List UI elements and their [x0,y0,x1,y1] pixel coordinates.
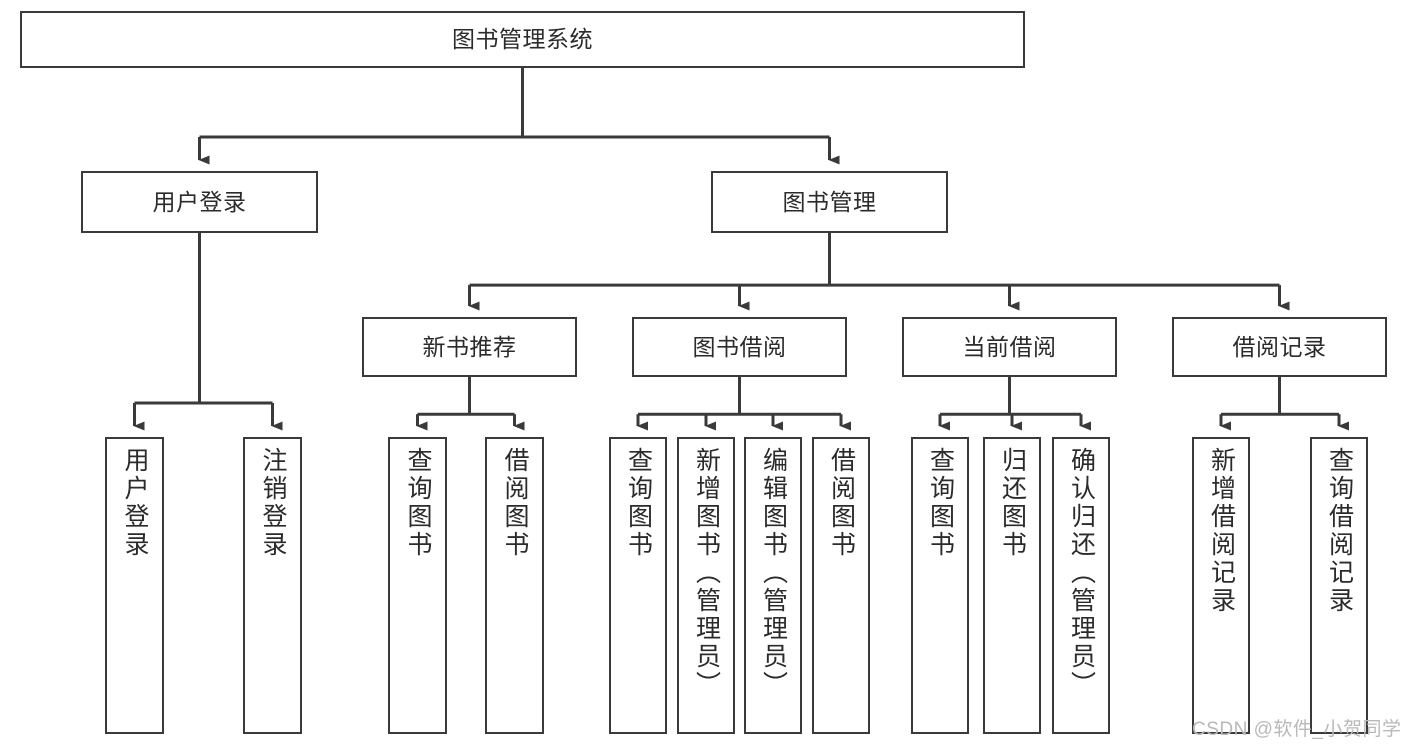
node-label: 新书推荐 [422,333,517,360]
node-label: 图书管理 [782,188,877,215]
node-leaf_b_edit[interactable]: 编辑图书（管理员） [744,437,802,734]
node-label: 新增图书（管理员） [692,447,721,699]
node-label: 借阅图书 [501,447,529,559]
node-label: 借阅记录 [1232,333,1327,360]
node-leaf_user_login[interactable]: 用户登录 [105,437,164,734]
node-leaf_new_query[interactable]: 查询图书 [388,437,447,734]
node-l3_borrow[interactable]: 图书借阅 [632,317,847,377]
node-label: 新增借阅记录 [1207,447,1236,615]
node-label: 编辑图书（管理员） [759,447,788,699]
node-label: 查询图书 [404,447,432,559]
node-label: 用户登录 [121,447,149,559]
node-label: 查询图书 [624,447,653,559]
node-leaf_b_borrow[interactable]: 借阅图书 [812,437,870,734]
node-l3_rec[interactable]: 借阅记录 [1172,317,1387,377]
node-label: 图书借阅 [692,333,787,360]
node-leaf_r_query[interactable]: 查询借阅记录 [1310,437,1368,734]
node-leaf_b_query[interactable]: 查询图书 [609,437,667,734]
node-label: 用户登录 [152,188,247,215]
node-label: 图书管理系统 [452,26,593,53]
node-label: 查询图书 [926,447,955,559]
node-leaf_c_return[interactable]: 归还图书 [983,437,1041,734]
node-l2_login[interactable]: 用户登录 [81,171,318,233]
node-leaf_b_add[interactable]: 新增图书（管理员） [677,437,735,734]
node-leaf_c_query[interactable]: 查询图书 [911,437,969,734]
node-l2_book[interactable]: 图书管理 [711,171,948,233]
node-label: 查询借阅记录 [1325,447,1354,615]
node-label: 借阅图书 [827,447,856,559]
node-leaf_user_logout[interactable]: 注销登录 [243,437,302,734]
node-label: 注销登录 [259,447,287,559]
node-label: 当前借阅 [962,333,1057,360]
node-root[interactable]: 图书管理系统 [20,11,1025,68]
node-label: 归还图书 [998,447,1027,559]
node-l3_curr[interactable]: 当前借阅 [902,317,1117,377]
node-l3_new[interactable]: 新书推荐 [362,317,577,377]
node-leaf_new_borrow[interactable]: 借阅图书 [485,437,544,734]
node-label: 确认归还（管理员） [1067,447,1096,699]
node-leaf_r_add[interactable]: 新增借阅记录 [1192,437,1250,734]
node-leaf_c_confirm[interactable]: 确认归还（管理员） [1052,437,1110,734]
